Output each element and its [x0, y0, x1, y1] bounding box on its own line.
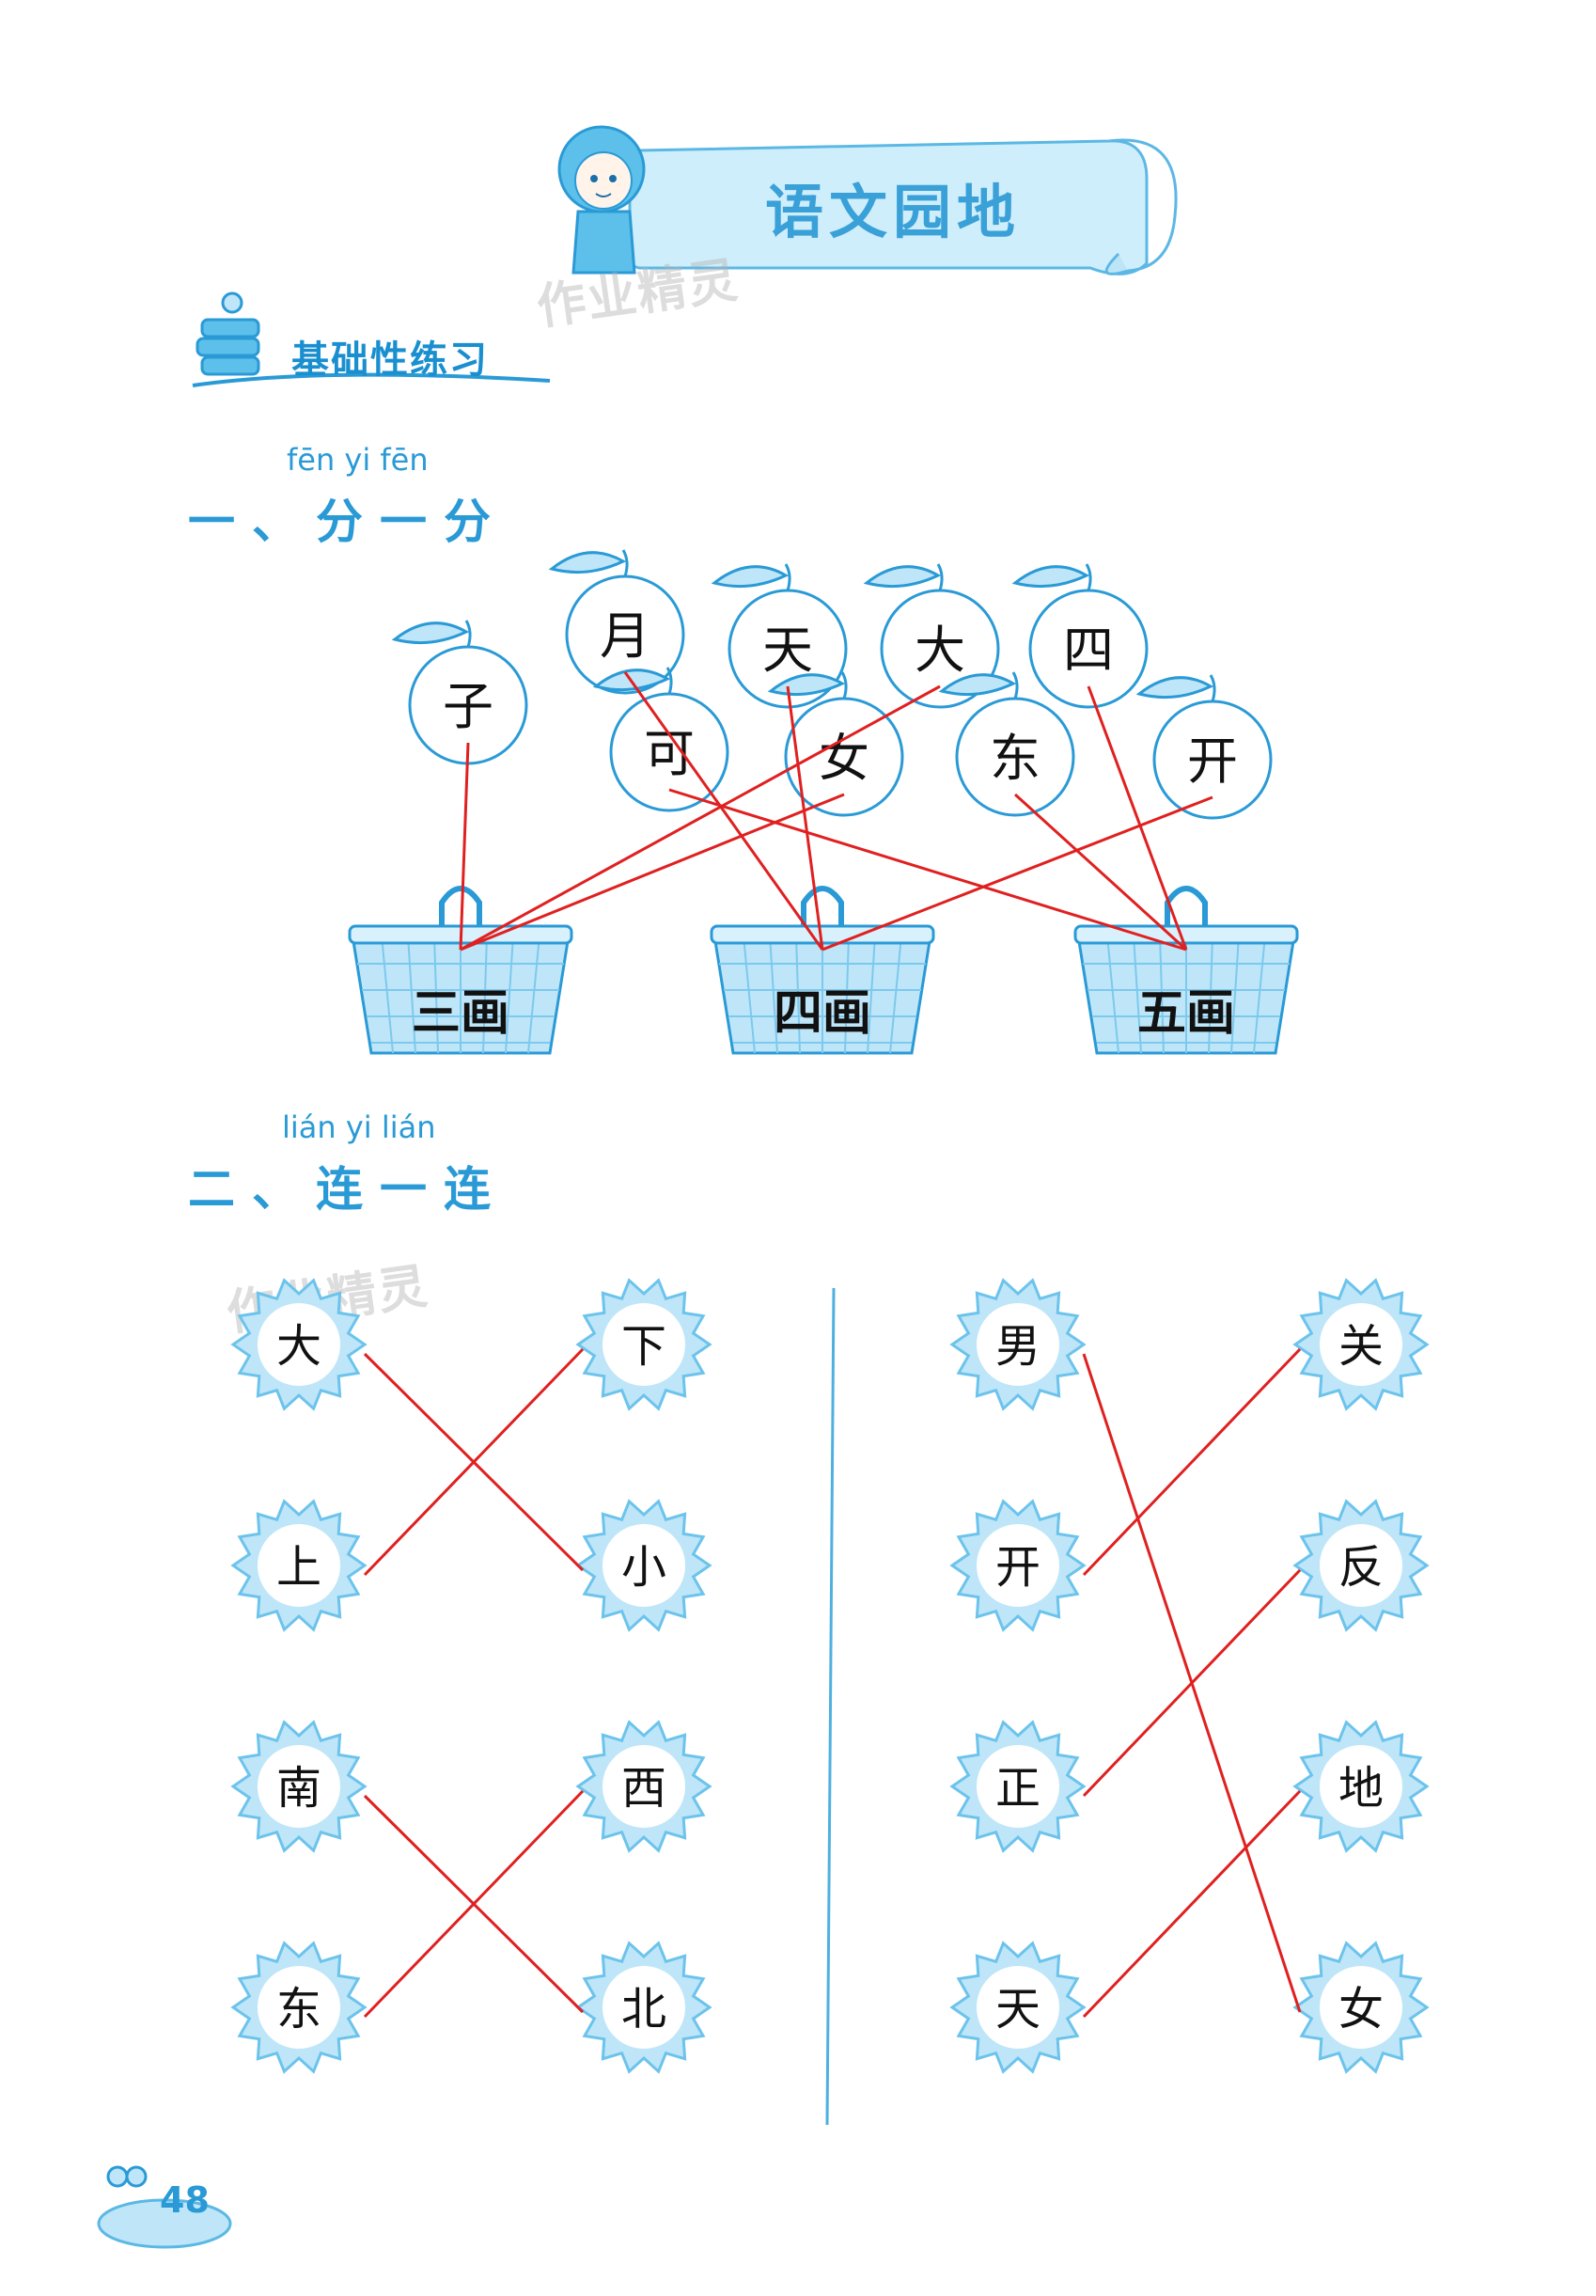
apple-char: 东 — [990, 729, 1041, 788]
flower-char: 正 — [995, 1762, 1041, 1815]
apple-char: 子 — [443, 677, 493, 736]
apple-6[interactable]: 可 — [592, 667, 729, 812]
flower-char: 关 — [1338, 1320, 1384, 1373]
apple-char: 月 — [600, 606, 650, 666]
leaf-icon — [1011, 565, 1090, 589]
flower-lb-2[interactable]: 小 — [575, 1499, 712, 1632]
flower-lb-1[interactable]: 下 — [575, 1278, 712, 1411]
column-divider — [825, 1287, 836, 2126]
flower-rb-4[interactable]: 女 — [1292, 1941, 1430, 2074]
flower-char: 南 — [276, 1762, 321, 1815]
leaf-icon — [548, 551, 627, 574]
flower-la-3[interactable]: 南 — [230, 1720, 368, 1853]
answer-line — [668, 788, 1187, 951]
flower-char: 东 — [276, 1983, 321, 2036]
apple-5[interactable]: 四 — [1011, 563, 1149, 709]
books-icon — [196, 291, 260, 376]
ex1-pinyin: fēn yi fēn — [287, 442, 429, 478]
flower-char: 开 — [995, 1541, 1041, 1594]
basket-2[interactable]: 四画 — [710, 886, 935, 1055]
leaf-icon — [711, 565, 790, 589]
flower-char: 小 — [621, 1541, 666, 1594]
answer-line — [1087, 685, 1188, 951]
match-line — [363, 1347, 585, 1577]
flower-char: 北 — [621, 1983, 666, 2036]
leaf-icon — [1135, 676, 1214, 700]
answer-line — [459, 742, 470, 951]
basket-3[interactable]: 五画 — [1073, 886, 1299, 1055]
match-line — [1082, 1789, 1302, 2019]
page-number: 48 — [160, 2179, 210, 2221]
basket-handle — [1165, 886, 1208, 931]
apple-2[interactable]: 月 — [548, 549, 685, 695]
answer-line — [460, 793, 845, 951]
flower-ra-3[interactable]: 正 — [949, 1720, 1087, 1853]
section-label-decoration — [192, 291, 551, 387]
basket-handle — [801, 886, 844, 931]
basket-label: 五画 — [1137, 984, 1235, 1042]
answer-line — [821, 795, 1213, 951]
flower-char: 地 — [1338, 1762, 1384, 1815]
flower-char: 女 — [1338, 1983, 1384, 2036]
apple-char: 开 — [1187, 731, 1238, 791]
flower-char: 大 — [276, 1320, 321, 1373]
flower-la-2[interactable]: 上 — [230, 1499, 368, 1632]
banner-title: 语文园地 — [764, 178, 1021, 246]
ex1-sorting-diagram: 子月天大四可女东开三画四画五画 — [348, 549, 1299, 1055]
match-line — [1082, 1568, 1302, 1798]
apple-8[interactable]: 东 — [938, 671, 1075, 817]
apple-1[interactable]: 子 — [391, 620, 528, 765]
flower-char: 反 — [1338, 1541, 1384, 1594]
flower-rb-3[interactable]: 地 — [1292, 1720, 1430, 1853]
flower-la-4[interactable]: 东 — [230, 1941, 368, 2074]
leaf-icon — [391, 621, 470, 645]
apple-char: 天 — [762, 621, 813, 680]
ex2-pinyin: lián yi lián — [282, 1109, 436, 1145]
banner-scroll — [557, 125, 1178, 275]
flower-rb-2[interactable]: 反 — [1292, 1499, 1430, 1632]
basket-handle — [439, 886, 482, 931]
girl-icon — [557, 125, 646, 275]
apple-char: 大 — [915, 621, 965, 680]
flower-ra-1[interactable]: 男 — [949, 1278, 1087, 1411]
flower-lb-4[interactable]: 北 — [575, 1941, 712, 2074]
answer-line — [1013, 793, 1188, 951]
flower-rb-1[interactable]: 关 — [1292, 1278, 1430, 1411]
match-line — [363, 1789, 585, 2019]
flower-la-1[interactable]: 大 — [230, 1278, 368, 1411]
match-line — [1082, 1347, 1302, 1577]
snail-icon — [97, 2165, 232, 2249]
answer-line — [623, 671, 824, 951]
ex2-heading: 二、连一连 — [188, 1162, 508, 1217]
flower-char: 下 — [621, 1320, 666, 1373]
answer-line — [786, 685, 824, 951]
basket-label: 三画 — [412, 984, 509, 1042]
ex1-heading: 一、分一分 — [188, 495, 508, 549]
apple-9[interactable]: 开 — [1135, 674, 1273, 820]
flower-ra-2[interactable]: 开 — [949, 1499, 1087, 1632]
answer-line — [460, 684, 941, 951]
apple-char: 四 — [1063, 621, 1114, 680]
leaf-icon — [938, 673, 1017, 697]
flower-char: 男 — [995, 1320, 1041, 1373]
flower-ra-4[interactable]: 天 — [949, 1941, 1087, 2074]
leaf-icon — [863, 565, 942, 589]
section-label: 基础性练习 — [291, 338, 489, 382]
basket-label: 四画 — [774, 984, 871, 1042]
flower-char: 西 — [621, 1762, 666, 1815]
flower-char: 上 — [276, 1541, 321, 1594]
flower-lb-3[interactable]: 西 — [575, 1720, 712, 1853]
flower-char: 天 — [995, 1983, 1041, 2036]
